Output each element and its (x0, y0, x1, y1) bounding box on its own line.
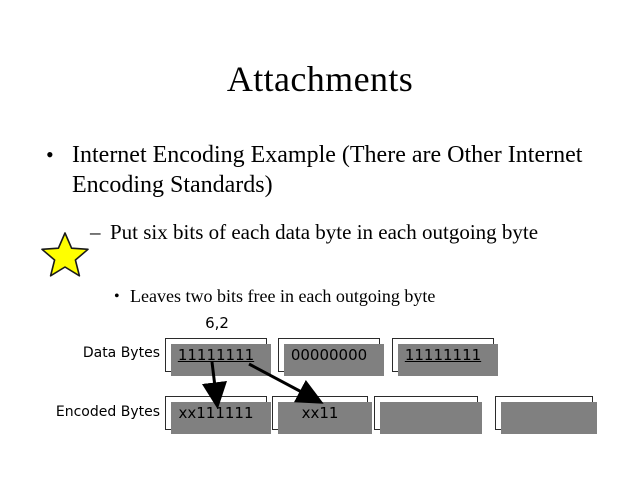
encoded-byte-box-3 (374, 396, 482, 434)
encoded-byte-box-4 (495, 396, 597, 434)
encoded-byte-box-2: xx11 (272, 396, 372, 434)
data-byte-value-1: 11111111 (177, 346, 255, 364)
page-title: Attachments (226, 59, 414, 99)
bullet-text-level2: Put six bits of each data byte in each o… (110, 220, 539, 244)
data-bytes-row-label: Data Bytes (82, 345, 160, 361)
bullet-marker-level1: • (46, 142, 54, 167)
bullet-marker-level2: – (90, 220, 101, 244)
bullet-level2: – Put six bits of each data byte in each… (90, 219, 590, 246)
encoded-byte-value-1: xx111111 (178, 404, 254, 422)
star-icon (40, 230, 90, 278)
bullet-text-level1: Internet Encoding Example (There are Oth… (72, 142, 583, 198)
data-byte-value-3: 11111111 (404, 346, 482, 364)
bullet-marker-level3: • (114, 288, 120, 305)
encoded-byte-value-2: xx11 (301, 404, 339, 422)
data-byte-box-3: 11111111 (392, 338, 498, 376)
bullet-level1: • Internet Encoding Example (There are O… (46, 140, 586, 200)
data-byte-box-1: 11111111 (165, 338, 271, 376)
bullet-level3: • Leaves two bits free in each outgoing … (114, 285, 584, 308)
encoded-byte-box-1: xx111111 (165, 396, 271, 434)
bit-split-annotation: 6,2 (205, 314, 229, 332)
data-byte-box-2: 00000000 (278, 338, 384, 376)
data-byte-value-2: 00000000 (290, 346, 368, 364)
bullet-text-level3: Leaves two bits free in each outgoing by… (130, 286, 436, 306)
encoded-bytes-row-label: Encoded Bytes (55, 404, 160, 420)
